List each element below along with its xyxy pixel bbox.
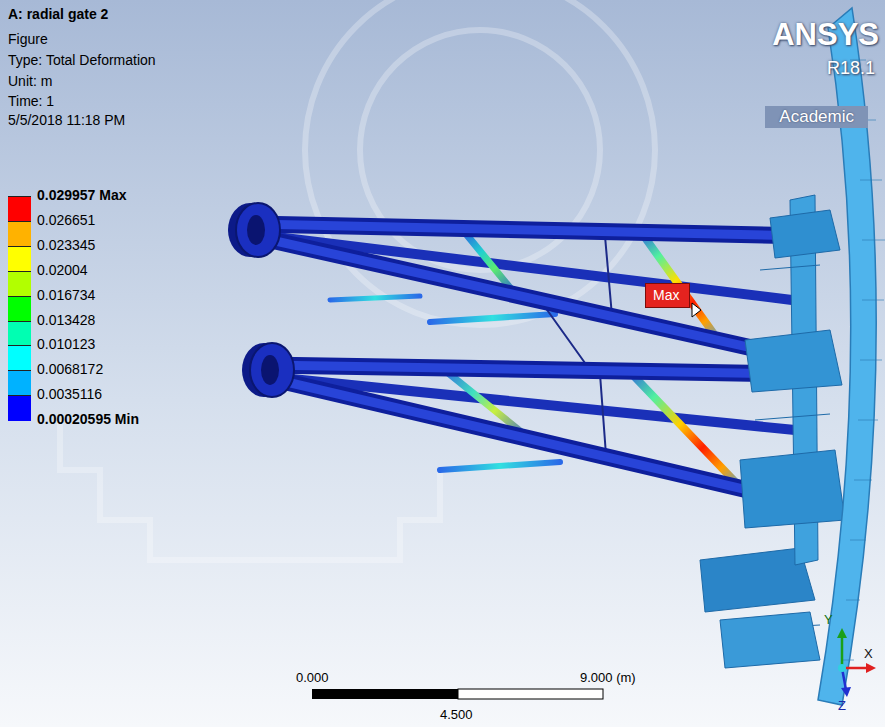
legend-value: 0.023345 <box>37 237 95 254</box>
axis-label: X <box>864 646 873 662</box>
info-line: Figure <box>8 31 48 48</box>
gate-girders <box>700 195 845 668</box>
legend-value: 0.0068172 <box>37 361 103 378</box>
scale-value: 9.000 (m) <box>580 670 636 686</box>
max-pointer <box>692 303 701 317</box>
info-line: Unit: m <box>8 73 52 90</box>
axis-triad <box>837 628 876 697</box>
scale-bar <box>312 689 603 699</box>
legend-value: 0.010123 <box>37 336 95 353</box>
legend-value: 0.0035116 <box>37 386 102 403</box>
legend-value: 0.00020595 Min <box>37 411 139 428</box>
legend-value: 0.026651 <box>37 212 95 229</box>
legend-value: 0.016734 <box>37 287 95 304</box>
legend-value: 0.013428 <box>37 312 95 329</box>
figure-title: A: radial gate 2 <box>8 6 108 23</box>
arm-struts <box>250 224 808 498</box>
watermark <box>60 0 655 560</box>
logo-text: ANSYS <box>772 16 879 53</box>
version-text: R18.1 <box>827 58 875 80</box>
scale-value: 0.000 <box>296 670 329 686</box>
callout-text: Max <box>653 287 682 304</box>
legend-value: 0.029957 Max <box>37 187 127 204</box>
license-badge: Academic <box>765 106 868 128</box>
info-line: 5/5/2018 11:18 PM <box>8 112 125 129</box>
axis-label: Z <box>838 698 846 714</box>
color-band <box>8 321 31 347</box>
color-band <box>8 345 31 371</box>
color-band <box>8 221 31 247</box>
color-band <box>8 296 31 322</box>
color-band <box>8 196 31 222</box>
axis-label: Y <box>824 612 833 628</box>
trunnion-hubs <box>228 203 294 397</box>
info-line: Type: Total Deformation <box>8 52 156 69</box>
color-band <box>8 271 31 297</box>
legend-value: 0.02004 <box>37 262 88 279</box>
color-band <box>8 395 31 421</box>
info-line: Time: 1 <box>8 93 54 110</box>
color-band <box>8 370 31 396</box>
scale-value: 4.500 <box>440 707 473 723</box>
probe-callout: Max <box>645 283 690 308</box>
color-band <box>8 246 31 272</box>
